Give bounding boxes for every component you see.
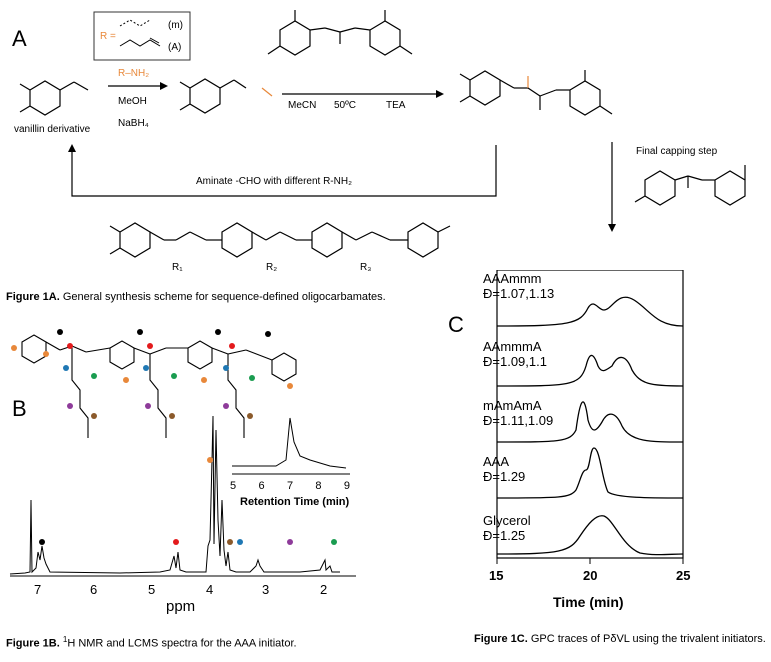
gpc-x-tick: 20 — [583, 568, 598, 583]
gpc-plot-frame — [496, 270, 684, 559]
gpc-trace-name: mAmAmA — [483, 398, 542, 413]
figure-1c-caption-bold: Figure 1C. — [474, 633, 528, 645]
figure-1b-caption-text: H NMR and LCMS spectra for the AAA initi… — [67, 637, 297, 650]
inset-tick: 6 — [258, 480, 265, 492]
aminate-label: Aminate -CHO with different R-NH₂ — [196, 176, 352, 187]
aaa-initiator-structure — [21, 334, 297, 438]
figure-1a-caption-bold: Figure 1A. — [6, 291, 60, 303]
reagent-meoh: MeOH — [118, 96, 147, 107]
carbamate-product — [459, 70, 613, 116]
r-m-label: (m) — [168, 20, 183, 31]
vanillin-molecule — [19, 80, 89, 116]
reagent-nabh4: NaBH₄ — [118, 118, 149, 129]
gpc-trace-dispersity: Đ=1.29 — [483, 469, 526, 484]
synthesis-scheme — [19, 10, 746, 258]
gpc-trace-glycerol — [496, 515, 684, 556]
gpc-trace-name: AAA — [483, 454, 510, 469]
structure-proton-markers — [11, 329, 293, 419]
condition-temperature: 50ºC — [334, 100, 356, 111]
oligocarbamate-molecule — [109, 222, 451, 258]
inset-tick: 7 — [286, 480, 294, 492]
gpc-x-axis-label: Time (min) — [553, 594, 624, 610]
gpc-chart — [496, 270, 684, 564]
inset-tick: 8 — [315, 480, 322, 492]
inset-x-label: Retention Time (min) — [240, 496, 350, 508]
r1-label: R₁ — [172, 262, 183, 273]
gpc-trace-aammma — [496, 354, 684, 387]
ppm-tick: 7 — [34, 582, 42, 597]
figure-1b-caption-superscript: 1 — [62, 635, 68, 644]
vanillin-label: vanillin derivative — [14, 124, 91, 135]
inset-tick: 9 — [343, 480, 350, 492]
ppm-tick: 6 — [90, 582, 98, 597]
ppm-axis-label: ppm — [166, 598, 196, 615]
nmr-spectrum — [9, 415, 340, 575]
bis-carbonate-reagent — [267, 10, 413, 56]
figure-1a-caption: Figure 1A. General synthesis scheme for … — [6, 291, 386, 304]
lcms-inset — [232, 417, 350, 475]
gpc-trace-aaa — [496, 447, 684, 499]
inset-x-ticks: 5 6 7 8 9 — [230, 480, 350, 492]
inset-tick: 5 — [230, 480, 237, 492]
figure-1a-caption-text: General synthesis scheme for sequence-de… — [59, 291, 386, 303]
panel-b-letter: B — [12, 396, 27, 421]
capping-reagent — [634, 165, 746, 206]
methyl-chain-glyph — [119, 19, 151, 27]
ppm-tick: 4 — [206, 582, 214, 597]
figure-1c-caption: Figure 1C. GPC traces of PδVL using the … — [474, 633, 766, 646]
gpc-trace-name: AAmmmA — [483, 339, 542, 354]
nmr-panel — [9, 329, 356, 577]
r3-label: R₃ — [360, 262, 372, 273]
gpc-trace-name: AAAmmm — [483, 271, 542, 286]
gpc-trace-name: Glycerol — [483, 513, 531, 528]
gpc-trace-dispersity: Đ=1.09,1.1 — [483, 354, 547, 369]
panel-c-letter: C — [448, 312, 464, 337]
figure-1b-caption: Figure 1B. 1H NMR and LCMS spectra for t… — [6, 633, 297, 651]
gpc-x-tick: 25 — [676, 568, 691, 583]
amine-molecule — [179, 78, 273, 114]
figure-1b-caption-bold: Figure 1B. — [6, 637, 60, 650]
allyl-chain-glyph — [119, 37, 161, 47]
nmr-peak-markers — [39, 457, 337, 545]
r-symbol: R = — [100, 31, 116, 42]
reagent-amine: R–NH₂ — [118, 68, 150, 79]
gpc-trace-mamama — [496, 401, 684, 443]
gpc-trace-aaammm — [496, 296, 684, 327]
gpc-trace-dispersity: Đ=1.25 — [483, 528, 526, 543]
gpc-trace-dispersity: Đ=1.11,1.09 — [483, 413, 554, 428]
gpc-x-tick: 15 — [489, 568, 504, 583]
condition-base: TEA — [386, 100, 406, 111]
r-group-legend-box — [93, 11, 191, 61]
capping-step-label: Final capping step — [636, 146, 718, 157]
ppm-tick: 5 — [148, 582, 156, 597]
figure-1c-caption-text: GPC traces of PδVL using the trivalent i… — [527, 633, 766, 645]
panel-a-letter: A — [12, 26, 27, 51]
ppm-tick: 3 — [262, 582, 270, 597]
r2-label: R₂ — [266, 262, 278, 273]
ppm-tick: 2 — [320, 582, 328, 597]
gpc-trace-dispersity: Đ=1.07,1.13 — [483, 286, 555, 301]
r-a-label: (A) — [168, 42, 182, 53]
condition-solvent: MeCN — [288, 100, 317, 111]
